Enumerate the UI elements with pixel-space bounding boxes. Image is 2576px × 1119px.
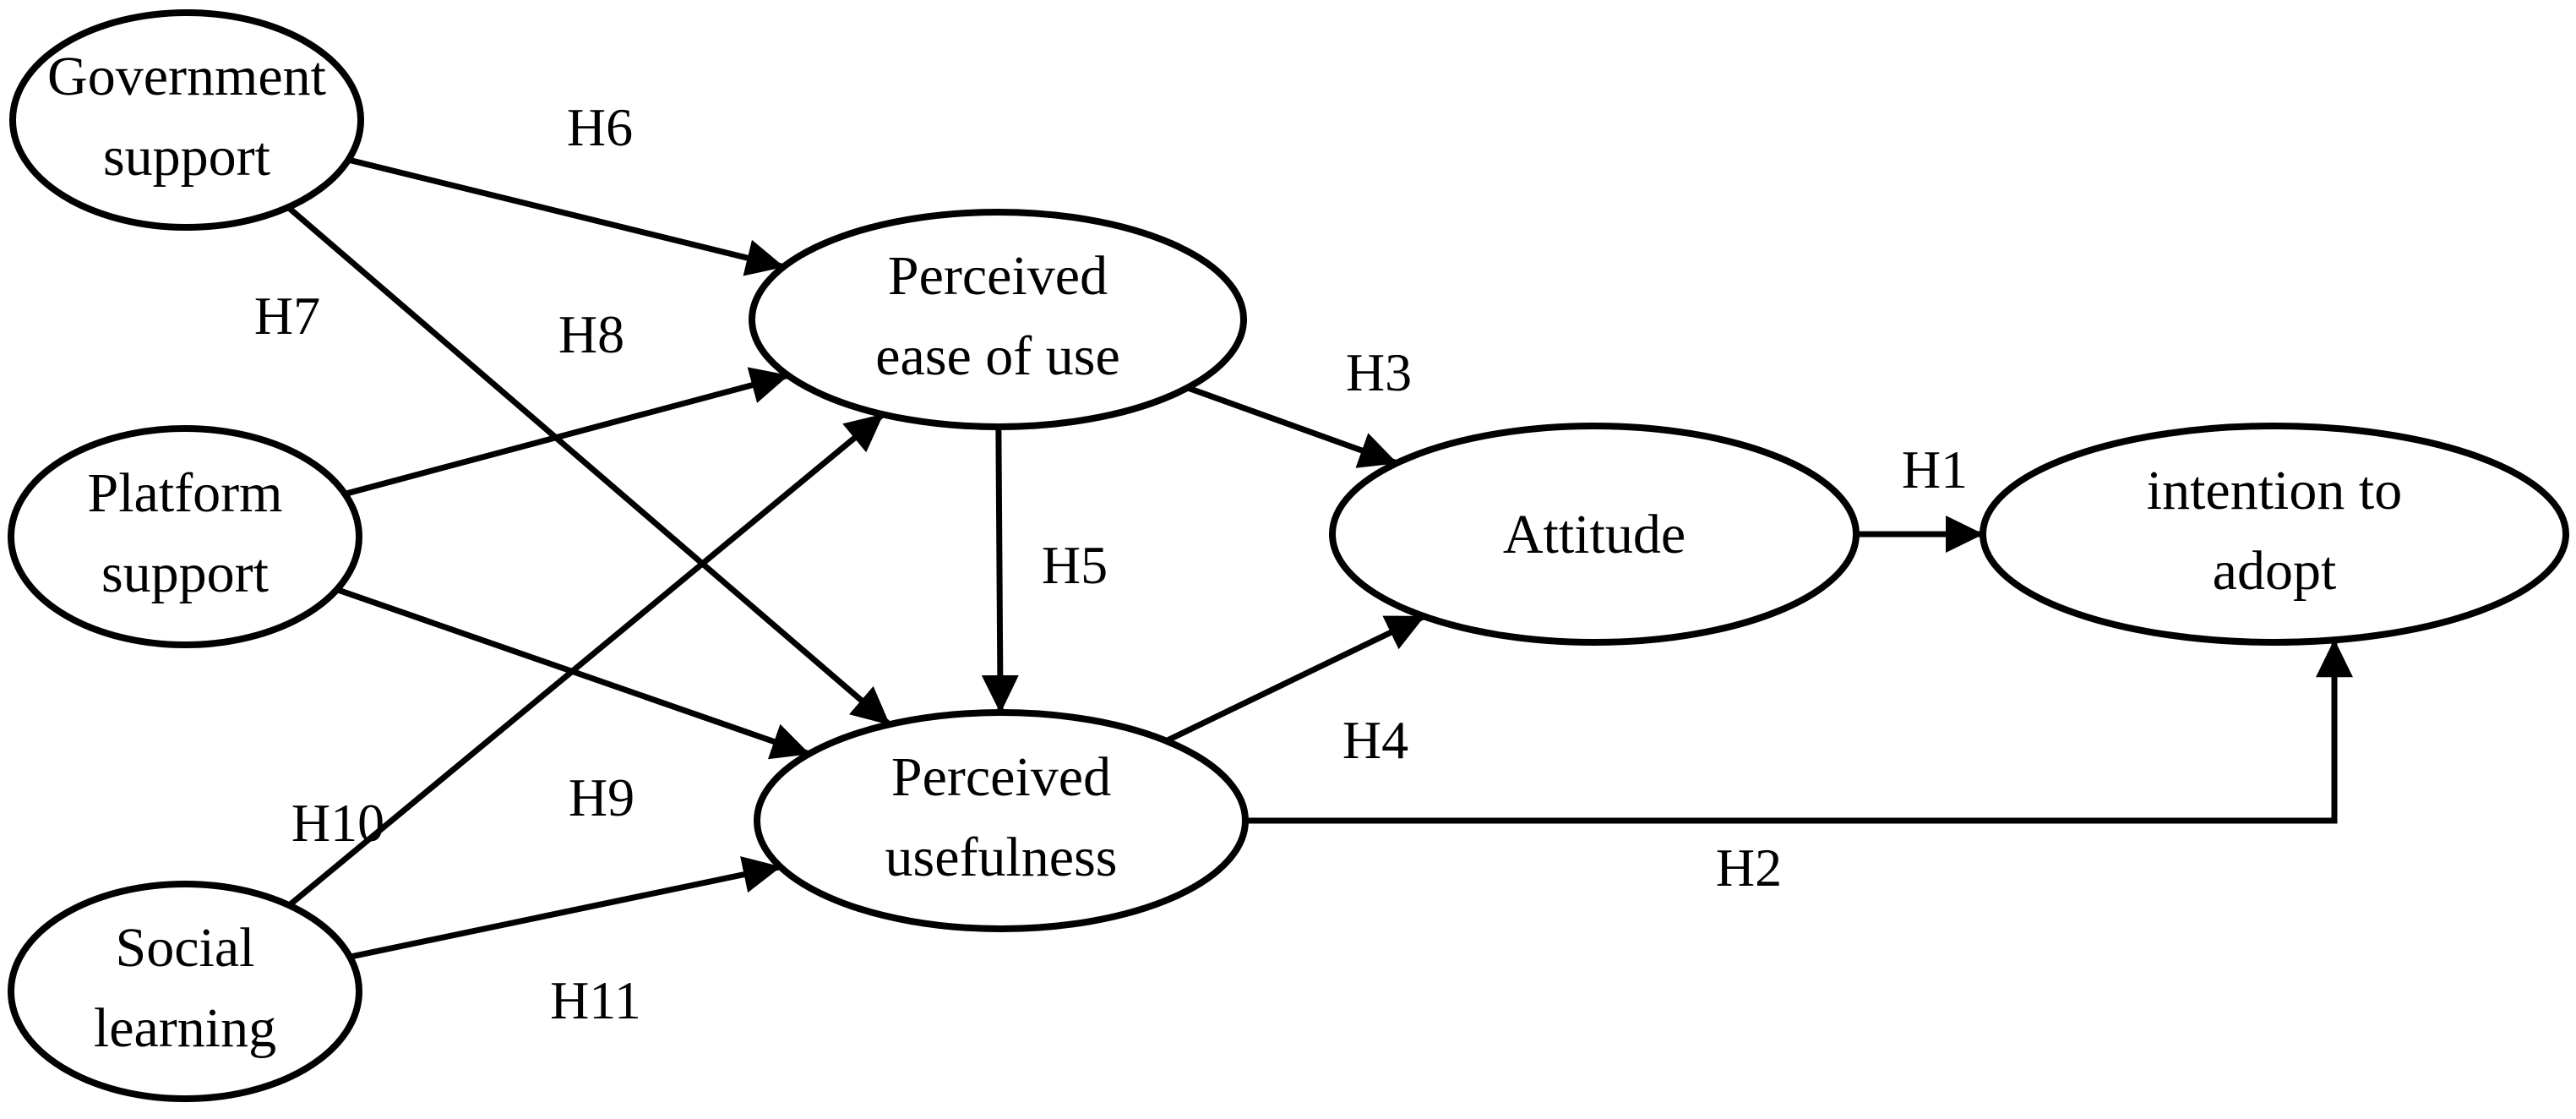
- node-label-social-learning: Social learning: [94, 917, 276, 1059]
- node-label-intention-to-adopt: intention to adopt: [2147, 460, 2402, 602]
- edge-label-H7: H7: [254, 286, 320, 346]
- edge-arrow-H10: [286, 412, 885, 908]
- node-platform-support: Platform support: [8, 425, 362, 648]
- edge-H2: H2: [1245, 639, 2353, 898]
- node-ellipse-intention-to-adopt: [1980, 423, 2569, 646]
- edge-arrow-H11: [349, 856, 782, 960]
- edge-arrow-H6: [347, 156, 785, 276]
- edge-arrow-H5: [981, 426, 1019, 714]
- node-label-line: intention to: [2147, 460, 2402, 521]
- node-ellipse-social-learning: [8, 881, 362, 1102]
- edge-label-H1: H1: [1902, 439, 1968, 499]
- node-ellipse-government-support: [9, 9, 364, 231]
- node-intention-to-adopt: intention to adopt: [1980, 423, 2569, 646]
- edge-label-H3: H3: [1346, 342, 1412, 402]
- edge-label-H6: H6: [567, 97, 633, 157]
- edge-label-H2: H2: [1716, 838, 1782, 898]
- edge-H10: H10: [286, 412, 885, 908]
- node-government-support: Government support: [9, 9, 364, 231]
- node-ellipse-platform-support: [8, 425, 362, 648]
- edge-arrow-H8: [344, 367, 789, 497]
- node-label-government-support: Government support: [47, 46, 326, 188]
- edge-H4: H4: [1164, 614, 1426, 770]
- node-perceived-ease-of-use: Perceived ease of use: [749, 209, 1247, 430]
- edge-H1: H1: [1856, 439, 1984, 553]
- edge-arrow-H2: [1245, 639, 2353, 824]
- edge-H9: H9: [335, 587, 810, 827]
- edge-label-H10: H10: [291, 793, 384, 853]
- edge-arrow-H7: [286, 205, 891, 727]
- edge-H3: H3: [1186, 342, 1412, 468]
- node-label-perceived-ease-of-use: Perceived ease of use: [875, 245, 1120, 387]
- node-label-line: Perceived: [891, 746, 1111, 808]
- node-label-line: ease of use: [875, 325, 1120, 387]
- node-label-perceived-usefulness: Perceived usefulness: [885, 746, 1118, 888]
- edge-label-H5: H5: [1042, 535, 1108, 595]
- node-label-line: Social: [116, 917, 255, 979]
- node-label-line: adopt: [2213, 540, 2337, 602]
- edge-H8: H8: [344, 304, 789, 497]
- edge-label-H4: H4: [1342, 710, 1408, 770]
- edge-label-H11: H11: [550, 970, 641, 1030]
- node-social-learning: Social learning: [8, 881, 362, 1102]
- node-label-line: Platform: [88, 462, 283, 524]
- node-label-line: support: [101, 543, 269, 604]
- edge-H5: H5: [981, 426, 1108, 714]
- edge-arrow-H3: [1186, 385, 1398, 468]
- node-label-line: learning: [94, 997, 276, 1059]
- edge-H6: H6: [347, 97, 785, 276]
- edge-label-H8: H8: [558, 304, 624, 364]
- node-label-platform-support: Platform support: [88, 462, 283, 604]
- edge-H7: H7: [254, 205, 891, 727]
- node-ellipse-perceived-usefulness: [754, 709, 1249, 932]
- edge-H11: H11: [349, 856, 782, 1030]
- node-perceived-usefulness: Perceived usefulness: [754, 709, 1249, 932]
- node-label-line: Government: [47, 46, 326, 107]
- node-attitude: Attitude: [1329, 423, 1860, 646]
- edge-arrow-H4: [1164, 614, 1426, 744]
- node-label-line: support: [103, 126, 270, 188]
- node-ellipse-perceived-ease-of-use: [749, 209, 1247, 430]
- node-label-line: usefulness: [885, 827, 1118, 888]
- node-label-line: Attitude: [1503, 504, 1686, 565]
- node-label-line: Perceived: [888, 245, 1108, 307]
- edge-label-H9: H9: [569, 767, 634, 827]
- node-label-attitude: Attitude: [1503, 504, 1686, 565]
